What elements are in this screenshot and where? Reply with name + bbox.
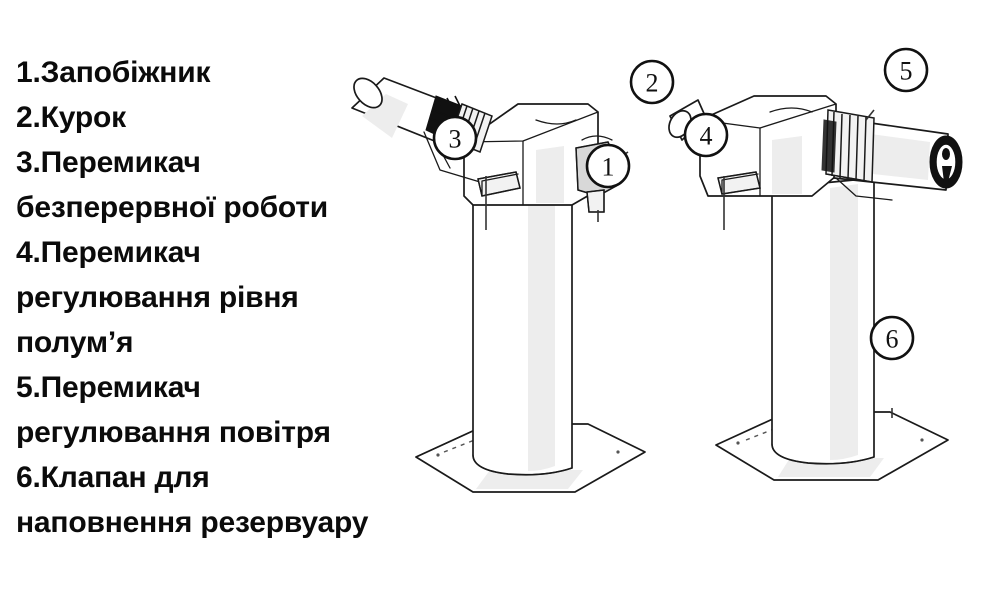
- fuel-tank-column-right: [771, 177, 875, 465]
- nozzle-tip-right: [929, 135, 963, 189]
- legend-line: наповнення резервуару: [16, 506, 369, 539]
- torch-illustration-left: 2 1 3: [340, 0, 680, 600]
- legend-line: регулювання рівня: [16, 281, 299, 314]
- flame-level-switch-right: [717, 171, 761, 195]
- callout-5-label: 5: [900, 57, 913, 86]
- callout-4-label: 4: [700, 122, 713, 151]
- callout-5[interactable]: 5: [883, 47, 929, 93]
- legend-line: 3.Перемикач: [16, 146, 201, 179]
- callout-2-label: 2: [646, 69, 659, 98]
- legend-line: полум’я: [16, 326, 134, 359]
- legend-line: 6.Клапан для: [16, 461, 210, 494]
- fuel-tank-column-left: [472, 185, 573, 476]
- legend-line: безперервної роботи: [16, 191, 329, 224]
- legend-list: 1.Запобіжник 2.Курок 3.Перемикач безпере…: [16, 50, 416, 545]
- callout-3-label: 3: [449, 125, 462, 154]
- callout-1[interactable]: 1: [585, 143, 631, 189]
- legend-line: 2.Курок: [16, 101, 126, 134]
- callout-6[interactable]: 6: [869, 315, 915, 361]
- legend-line: 4.Перемикач: [16, 236, 201, 269]
- callout-3[interactable]: 3: [432, 115, 478, 161]
- legend-line: 1.Запобіжник: [16, 56, 211, 89]
- legend-line: 5.Перемикач: [16, 371, 201, 404]
- callout-2[interactable]: 2: [629, 59, 675, 105]
- leader-line-5: [865, 109, 875, 121]
- nozzle-barrel-right: [821, 109, 963, 201]
- callout-1-label: 1: [602, 153, 615, 182]
- callout-4[interactable]: 4: [683, 112, 729, 158]
- legend-line: регулювання повітря: [16, 416, 331, 449]
- callout-6-label: 6: [886, 325, 899, 354]
- safety-lock-left: [586, 189, 605, 213]
- continuous-mode-switch-left: [477, 171, 521, 197]
- torch-illustration-right: 5 4 6: [660, 0, 990, 600]
